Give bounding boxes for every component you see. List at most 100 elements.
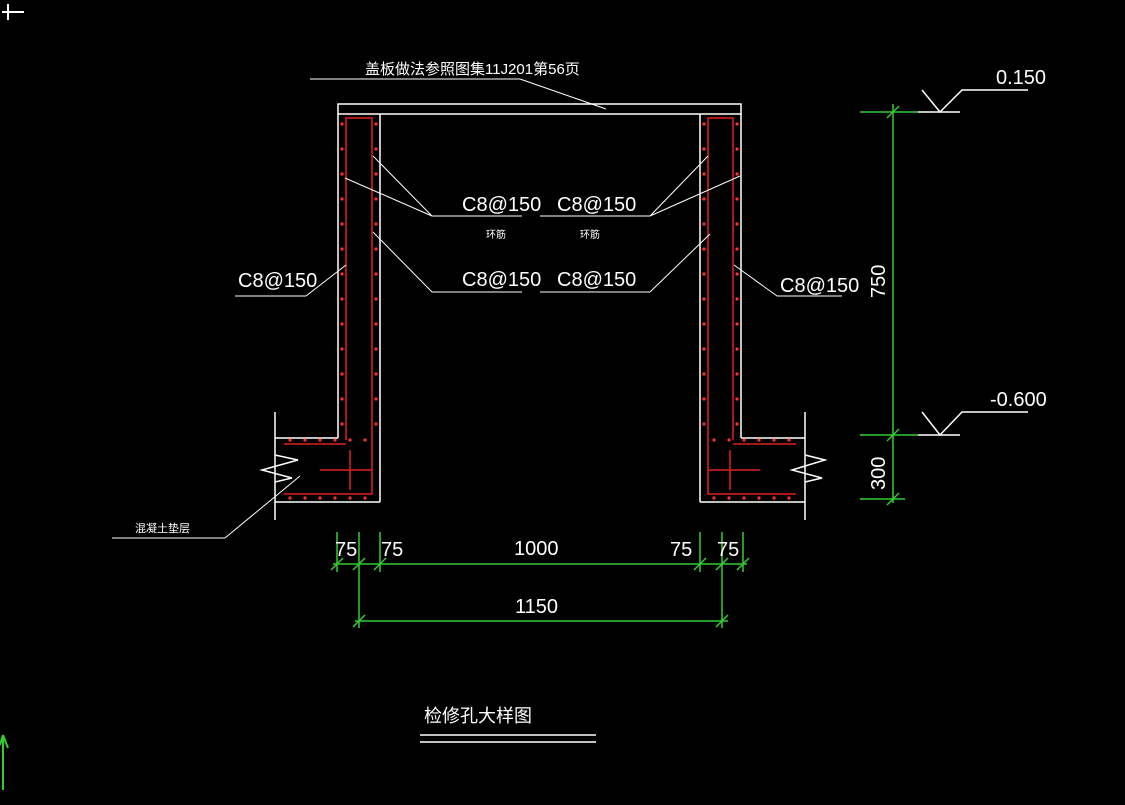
rebar-dot [712,496,716,500]
rebar-sub-label-left: 环筋 [486,228,506,241]
rebar-label-left-outer: C8@150 [238,270,317,292]
rebar-dot [735,172,739,176]
rebar-dot [374,272,378,276]
rebar-dot [340,297,344,301]
rebar-dot [340,347,344,351]
axis-marker-icon [0,734,9,790]
rebar-dot [757,496,761,500]
rebar-dot [702,147,706,151]
rebar-dot [702,422,706,426]
rebar-dot [787,496,791,500]
top-note-leader [310,78,607,110]
rebar-dot [735,347,739,351]
rebar-dot [374,422,378,426]
rebar-dot [787,438,791,442]
right-break-line [789,412,828,520]
top-note-text: 盖板做法参照图集11J201第56页 [365,60,580,78]
right-wall [699,114,805,503]
dim-seg3: 1000 [514,538,559,560]
rebar-dot [340,122,344,126]
rebar-dot [340,172,344,176]
rebar-dot [702,372,706,376]
callout-leaders [112,155,842,539]
rebar-dot [735,322,739,326]
rebar-dot [702,172,706,176]
rebar-dot [374,147,378,151]
rebar-dot [333,496,337,500]
elevation-marker-bottom [918,411,1028,437]
rebar-dot [348,438,352,442]
rebar-dot [702,197,706,201]
rebar-label-right-outer: C8@150 [780,275,859,297]
rebar-dot [333,438,337,442]
rebar-dot [735,222,739,226]
rebar-label-upper-right: C8@150 [557,194,636,216]
rebar-dot [340,372,344,376]
left-break-line [259,412,299,520]
rebar-dot [702,347,706,351]
rebar-dot [374,122,378,126]
rebar-dot [735,372,739,376]
ucs-icon [2,4,24,20]
rebar-dot [772,496,776,500]
rebar-dot [374,347,378,351]
elevation-marker-top [918,89,1028,114]
rebar-dot [340,272,344,276]
left-wall [275,114,381,503]
rebar-dot [374,247,378,251]
rebar-dot [772,438,776,442]
rebar-dot [374,297,378,301]
right-rebar [707,117,796,495]
rebar-dot [735,297,739,301]
elevation-top: 0.150 [996,67,1046,89]
rebar-dot [340,147,344,151]
rebar-dot [702,272,706,276]
rebar-dot [727,438,731,442]
rebar-dot [735,122,739,126]
rebar-dot [735,397,739,401]
rebar-dot [340,197,344,201]
rebar-dot [742,438,746,442]
rebar-dot [288,496,292,500]
rebar-dot [374,197,378,201]
rebar-dot [702,122,706,126]
rebar-dot [363,496,367,500]
rebar-label-upper-left: C8@150 [462,194,541,216]
rebar-label-lower-left: C8@150 [462,269,541,291]
rebar-dot [340,247,344,251]
drawing-title: 检修孔大样图 [424,706,532,726]
rebar-dot [735,197,739,201]
rebar-dot [742,496,746,500]
left-rebar [284,117,373,495]
rebar-dot [303,438,307,442]
rebar-dot [303,496,307,500]
elevation-bottom: -0.600 [990,389,1047,411]
dim-base-height: 300 [868,457,890,490]
rebar-dot [374,222,378,226]
rebar-dot [702,297,706,301]
dim-wall-height: 750 [868,265,890,298]
rebar-dot [348,496,352,500]
dim-seg4: 75 [670,539,692,561]
rebar-dot [735,422,739,426]
rebar-dots [288,122,791,500]
horizontal-dimension-lines [330,532,750,628]
rebar-dot [340,322,344,326]
rebar-dot [735,147,739,151]
rebar-dot [702,397,706,401]
vertical-dimension-lines [860,104,918,506]
rebar-dot [712,438,716,442]
rebar-dot [318,496,322,500]
rebar-dot [757,438,761,442]
rebar-dot [340,422,344,426]
rebar-dot [735,272,739,276]
cover-slab [337,103,742,115]
rebar-dot [340,222,344,226]
rebar-dot [374,322,378,326]
rebar-dot [374,372,378,376]
dim-seg5: 75 [717,539,739,561]
dim-total: 1150 [515,596,558,618]
rebar-dot [340,397,344,401]
rebar-dot [735,247,739,251]
